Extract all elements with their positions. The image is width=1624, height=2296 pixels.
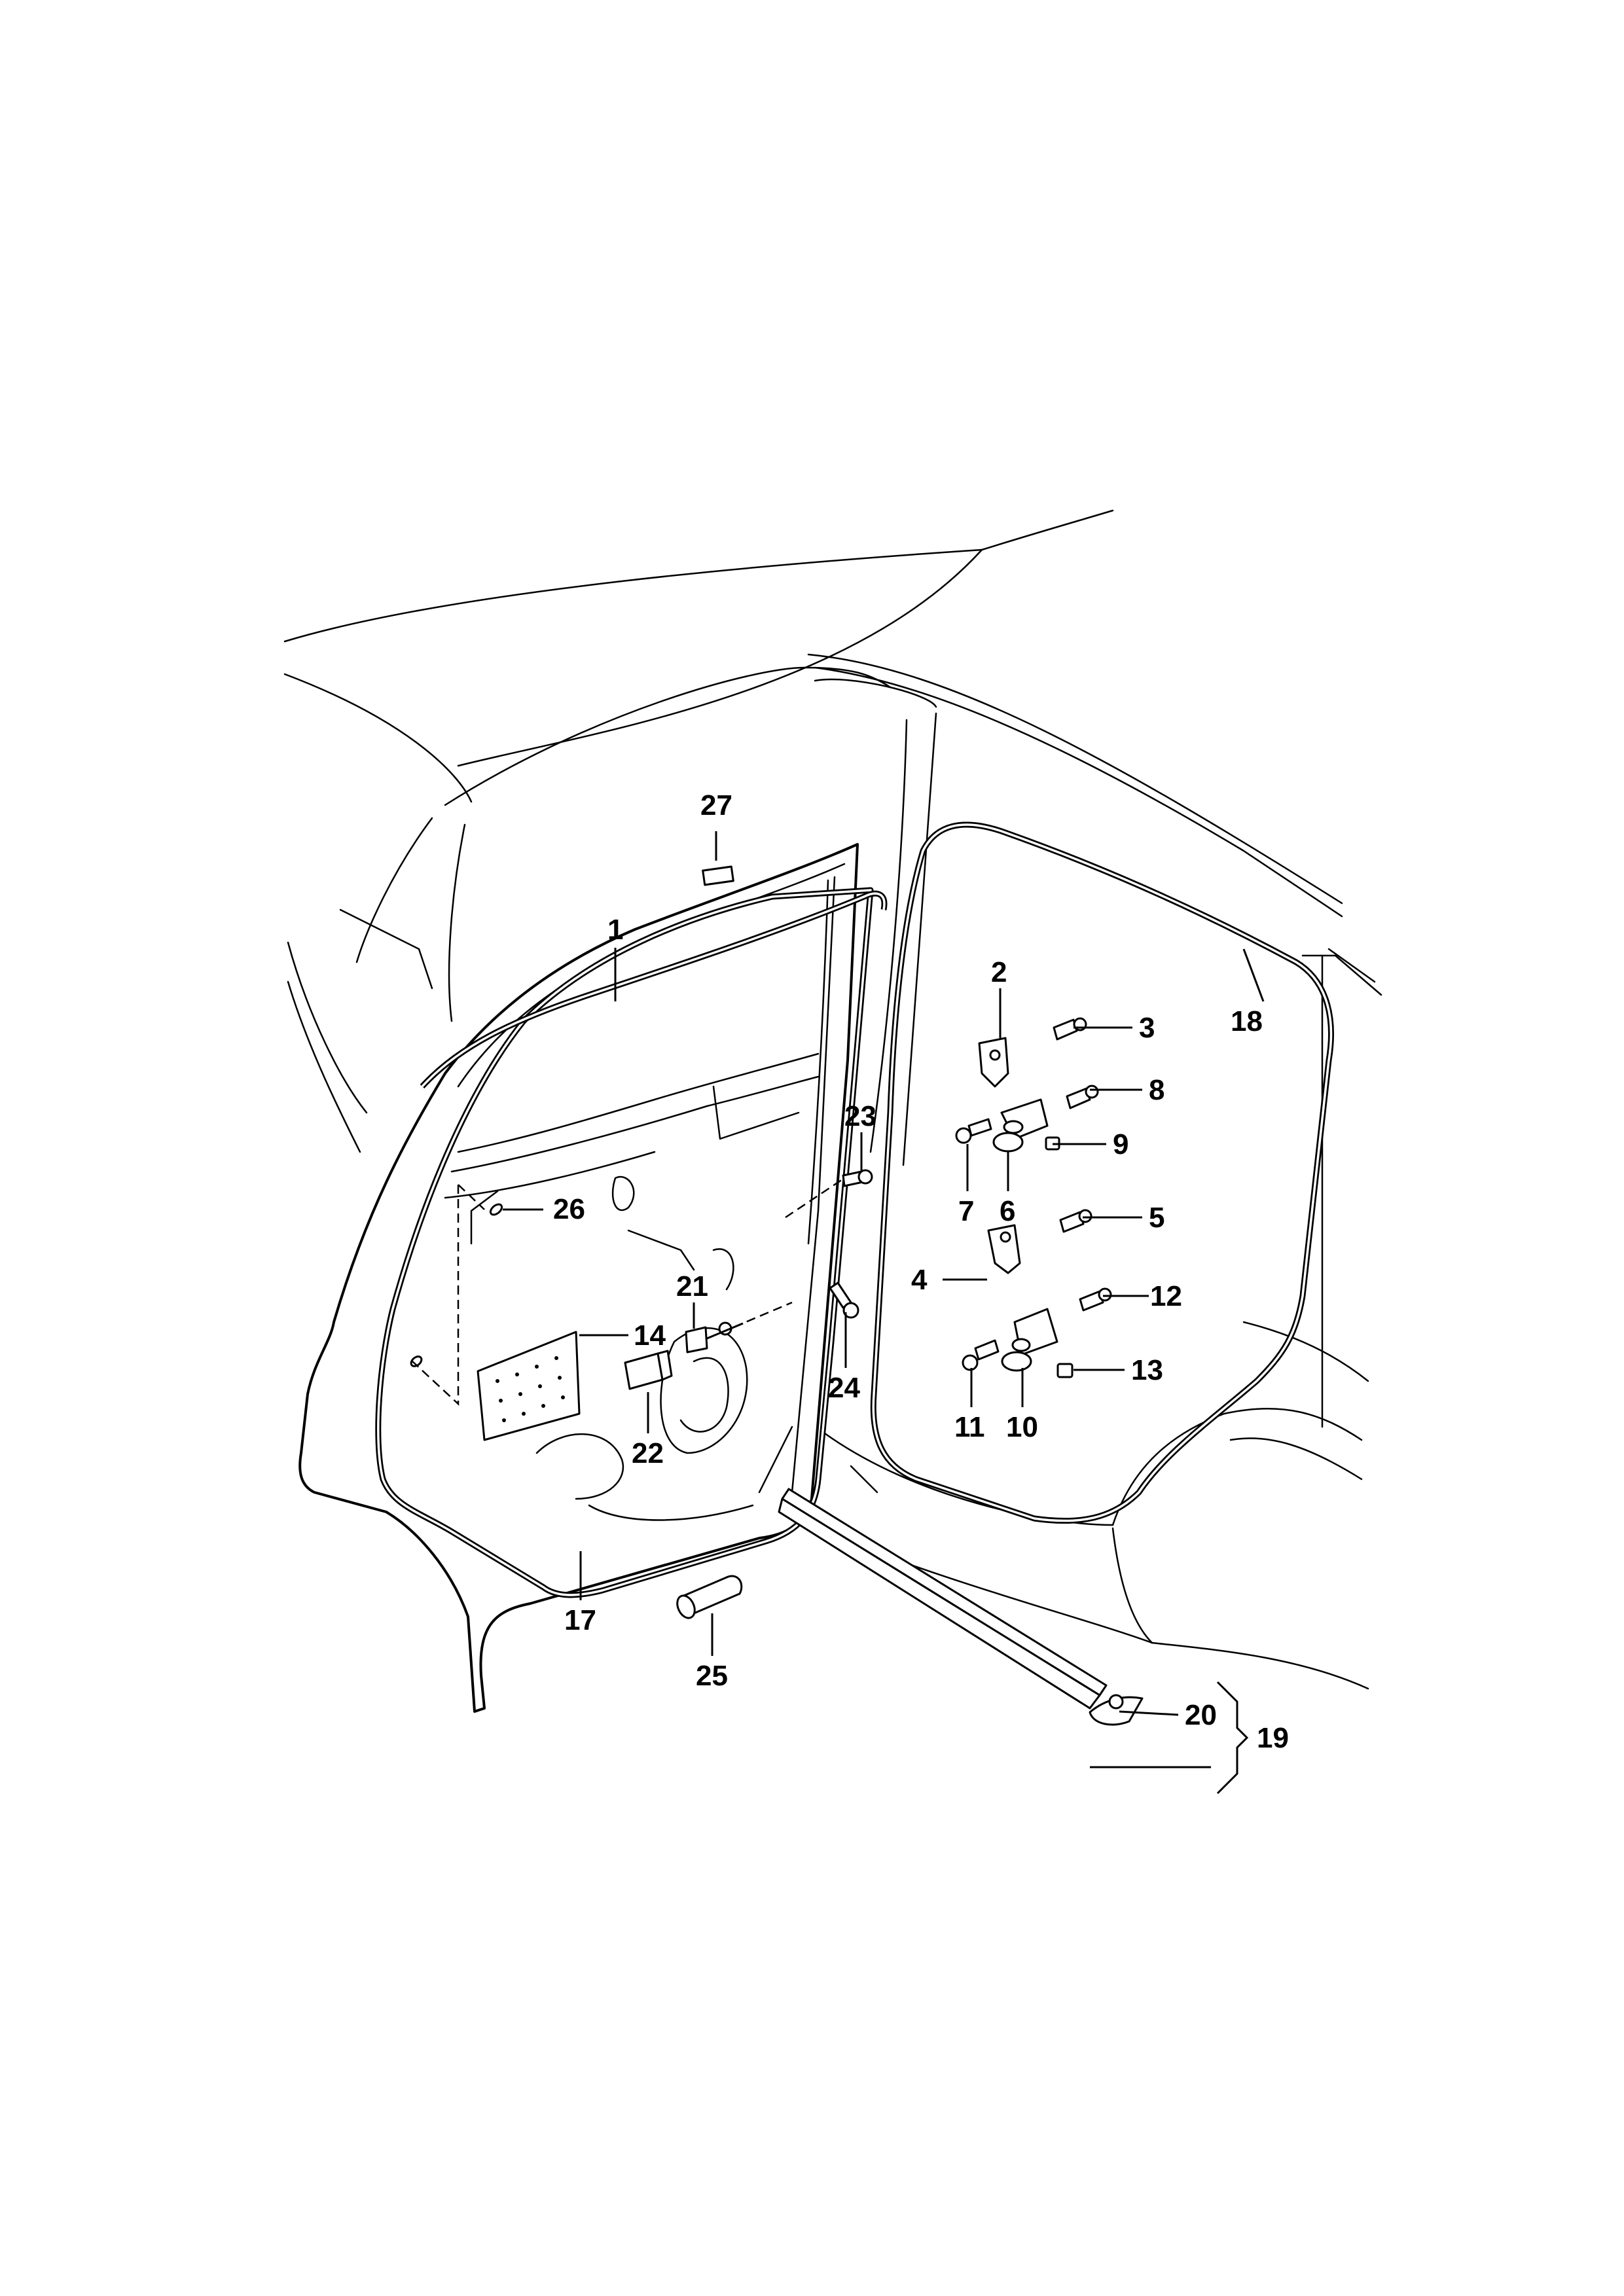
hinge-upper-door-part [992, 1098, 1049, 1153]
cap-25-part [676, 1575, 743, 1619]
callout-2: 2 [991, 956, 1007, 988]
callout-14: 14 [634, 1319, 666, 1352]
callout-19: 19 [1257, 1722, 1289, 1754]
callout-24: 24 [828, 1372, 860, 1404]
callout-9: 9 [1113, 1128, 1128, 1160]
callout-1: 1 [607, 914, 623, 946]
body-door-opening-seal [870, 821, 1334, 1524]
callout-13: 13 [1131, 1354, 1163, 1386]
callout-26: 26 [553, 1193, 585, 1225]
callout-6: 6 [1000, 1195, 1015, 1227]
callout-7: 7 [958, 1195, 974, 1227]
callout-8: 8 [1149, 1074, 1164, 1106]
switch-part [624, 1350, 673, 1390]
hinge-lower-door-part [1001, 1308, 1058, 1372]
sill-strip-part [778, 1488, 1108, 1710]
leader-lines [503, 831, 1265, 1795]
vehicle-body-outline [283, 509, 1382, 1690]
callout-labels: 1 2 3 4 5 6 7 8 9 10 11 12 13 14 17 18 1… [553, 789, 1289, 1754]
callout-21: 21 [676, 1270, 708, 1302]
rear-door-shell [298, 843, 859, 1713]
callout-18: 18 [1231, 1005, 1263, 1037]
callout-22: 22 [632, 1437, 664, 1469]
callout-17: 17 [564, 1604, 596, 1636]
hinge-upper-body-part [978, 1037, 1009, 1088]
callout-11: 11 [954, 1411, 985, 1443]
grommet-parts [410, 1203, 503, 1367]
callout-12: 12 [1150, 1280, 1182, 1312]
hinge-lower-body-part [987, 1224, 1021, 1274]
door-window-frame-seal [420, 890, 888, 1089]
callout-4: 4 [911, 1264, 928, 1296]
dashed-guides [412, 1177, 845, 1406]
label-27-part [702, 865, 734, 886]
callout-5: 5 [1149, 1202, 1164, 1234]
clip-20-part [1089, 1694, 1144, 1726]
callout-25: 25 [696, 1660, 728, 1692]
door-seal [375, 887, 874, 1598]
bolt-parts [829, 1017, 1112, 1371]
callout-10: 10 [1006, 1411, 1038, 1443]
callout-27: 27 [700, 789, 732, 821]
callout-23: 23 [844, 1100, 876, 1132]
sound-pad-part [477, 1331, 581, 1441]
callout-20: 20 [1185, 1699, 1217, 1731]
callout-3: 3 [1139, 1012, 1155, 1044]
